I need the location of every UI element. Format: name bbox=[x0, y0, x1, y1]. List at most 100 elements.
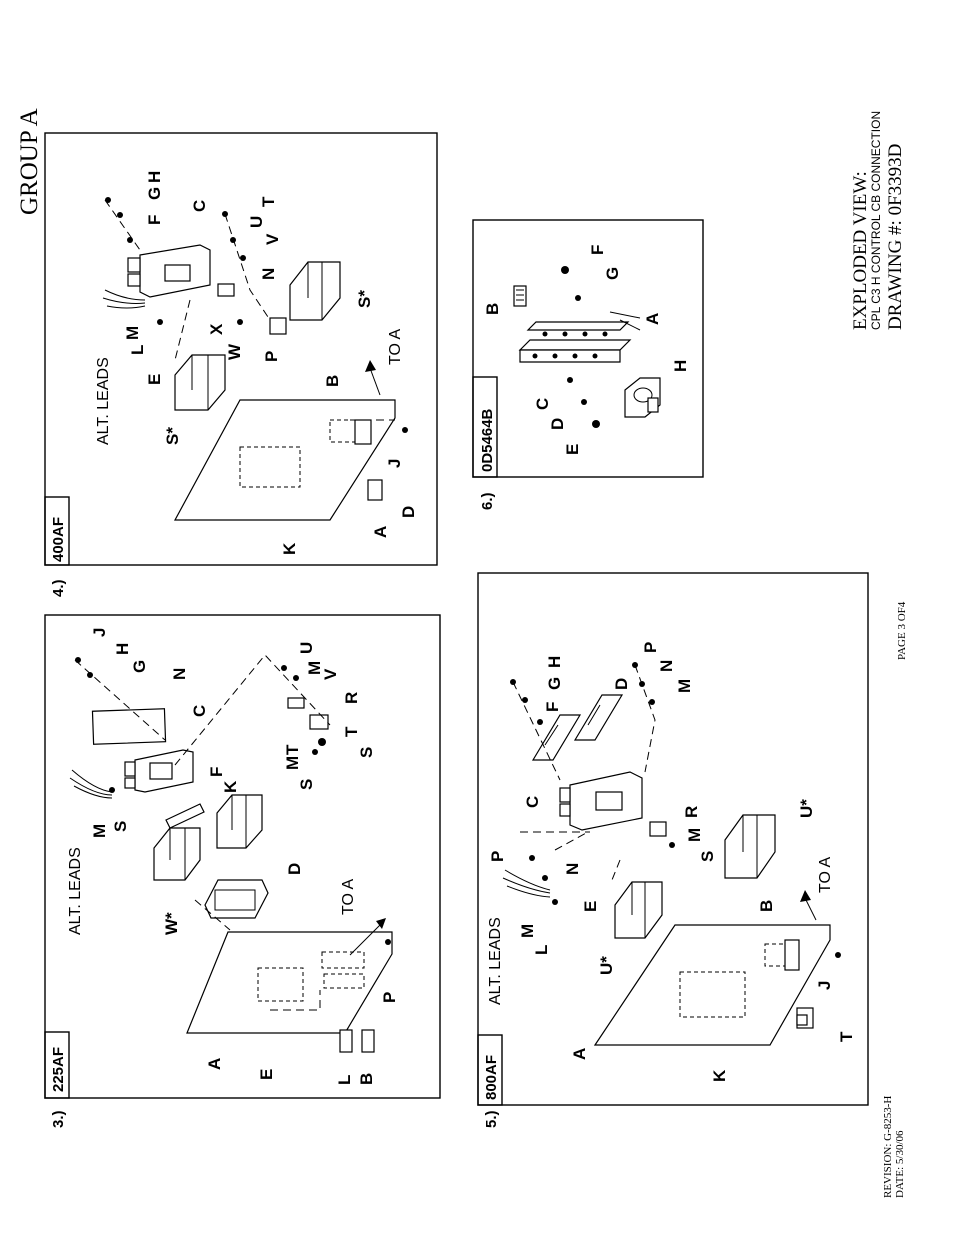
lug-h bbox=[624, 377, 661, 418]
part-label-h: H bbox=[545, 656, 564, 668]
washer-f bbox=[537, 719, 543, 725]
circuit-breaker bbox=[559, 771, 643, 831]
terminal-shield-left bbox=[614, 881, 663, 939]
part-label-t: T bbox=[259, 196, 278, 207]
part-label-u-star: U* bbox=[597, 956, 616, 975]
part-label-c: C bbox=[190, 200, 209, 212]
part-label-g: G bbox=[145, 187, 164, 200]
washer-v bbox=[240, 255, 246, 261]
part-label-b: B bbox=[323, 375, 342, 387]
part-label-a: A bbox=[371, 526, 390, 538]
part-label-n: N bbox=[563, 863, 582, 875]
cover-plate bbox=[91, 708, 167, 745]
part-label-e: E bbox=[581, 901, 600, 912]
part-label-g: G bbox=[130, 660, 149, 673]
part-label-s: S bbox=[698, 851, 717, 862]
part-label-l: L bbox=[335, 1075, 354, 1085]
washer-g bbox=[575, 295, 581, 301]
frame-size-label: 400AF bbox=[50, 517, 67, 562]
part-label-g: G bbox=[603, 267, 622, 280]
screw-f bbox=[561, 266, 569, 274]
part-label-a: A bbox=[205, 1058, 224, 1070]
part-label-m-lower: M bbox=[685, 828, 704, 842]
view-number: 5.) bbox=[483, 1110, 500, 1128]
part-label-f: F bbox=[207, 767, 226, 777]
lug-assembly bbox=[281, 665, 329, 755]
label-alt-leads: ALT. LEADS bbox=[487, 917, 504, 1005]
part-label-k: K bbox=[710, 1069, 729, 1082]
part-label-m: M bbox=[90, 824, 109, 838]
label-to-a: TO A bbox=[387, 329, 404, 365]
revision-number: REVISION: G-8253-H bbox=[882, 1096, 894, 1198]
part-label-r: R bbox=[342, 692, 361, 704]
part-label-e: E bbox=[257, 1069, 276, 1080]
part-label-m-lower: M bbox=[305, 661, 324, 675]
part-label-h: H bbox=[113, 643, 132, 655]
part-label-a: A bbox=[570, 1048, 589, 1060]
frame-size-label: 225AF bbox=[50, 1047, 67, 1092]
part-label-j: J bbox=[90, 628, 109, 637]
alt-leads-wires bbox=[102, 289, 146, 309]
part-label-d: D bbox=[285, 863, 304, 875]
part-label-b: B bbox=[357, 1073, 376, 1085]
view-800af: 5.) 800AF bbox=[477, 572, 869, 1128]
part-label-h: H bbox=[145, 171, 164, 183]
part-label-k: K bbox=[221, 780, 240, 793]
handle-bracket bbox=[165, 803, 205, 829]
washer-p-lower bbox=[529, 855, 535, 861]
panel-plate bbox=[173, 399, 396, 521]
part-label-p-right: P bbox=[641, 642, 660, 653]
bracket-b bbox=[361, 1029, 375, 1053]
washer-g bbox=[117, 212, 123, 218]
part-label-a: A bbox=[643, 313, 662, 325]
part-label-c: C bbox=[523, 796, 542, 808]
revision-block: REVISION: G-8253-H DATE: 5/30/06 bbox=[882, 1096, 906, 1198]
part-label-t: T bbox=[342, 726, 361, 737]
cover-plates bbox=[531, 694, 624, 761]
part-label-p: P bbox=[262, 351, 281, 362]
part-label-s-star-right: S* bbox=[355, 290, 374, 308]
bracket-l bbox=[339, 1029, 353, 1053]
terminal-shield-lower bbox=[216, 794, 263, 849]
washer-g bbox=[522, 697, 528, 703]
title-line-2: CPL C3 H CONTROL CB CONNECTION bbox=[869, 111, 883, 330]
part-label-j: J bbox=[385, 459, 404, 468]
view-frame bbox=[44, 132, 438, 566]
screw-m-lower bbox=[669, 842, 675, 848]
part-label-r: R bbox=[682, 806, 701, 818]
circuit-breaker bbox=[124, 749, 194, 793]
page-number: PAGE 3 OF4 bbox=[896, 601, 908, 660]
bracket-t bbox=[796, 1014, 808, 1026]
part-label-x: X bbox=[207, 323, 226, 335]
part-label-n: N bbox=[170, 668, 189, 680]
part-label-w-star: W* bbox=[162, 912, 181, 935]
label-alt-leads: ALT. LEADS bbox=[67, 847, 84, 935]
assembly-lines bbox=[104, 199, 395, 421]
view-frame bbox=[472, 219, 704, 478]
part-label-d: D bbox=[612, 678, 631, 690]
alt-leads-wires bbox=[502, 869, 551, 898]
part-label-u: U bbox=[247, 216, 266, 228]
part-label-n-right: N bbox=[657, 660, 676, 672]
part-label-w: W bbox=[225, 343, 244, 360]
view-frame bbox=[477, 572, 869, 1106]
view-225af: 3.) 225AF bbox=[44, 614, 441, 1128]
terminal-shield-upper bbox=[153, 827, 201, 881]
view-0d5464b: 6.) 0D5464B A bbox=[472, 219, 704, 510]
frame-tag bbox=[44, 496, 70, 566]
to-a-arrow bbox=[369, 367, 381, 396]
part-label-m-mid: M bbox=[283, 756, 302, 770]
nut-e bbox=[592, 420, 600, 428]
part-label-j: J bbox=[815, 981, 834, 990]
part-label-t: T bbox=[837, 1031, 856, 1042]
panel-plate bbox=[186, 931, 393, 1034]
part-label-b: B bbox=[757, 900, 776, 912]
frame-size-label: 800AF bbox=[483, 1055, 500, 1100]
leader-a bbox=[609, 311, 641, 331]
panel-plate bbox=[593, 924, 831, 1046]
label-alt-leads: ALT. LEADS bbox=[95, 357, 112, 445]
assembly-lines bbox=[512, 664, 656, 881]
part-label-f: F bbox=[588, 245, 607, 255]
to-a-arrow bbox=[804, 897, 817, 921]
